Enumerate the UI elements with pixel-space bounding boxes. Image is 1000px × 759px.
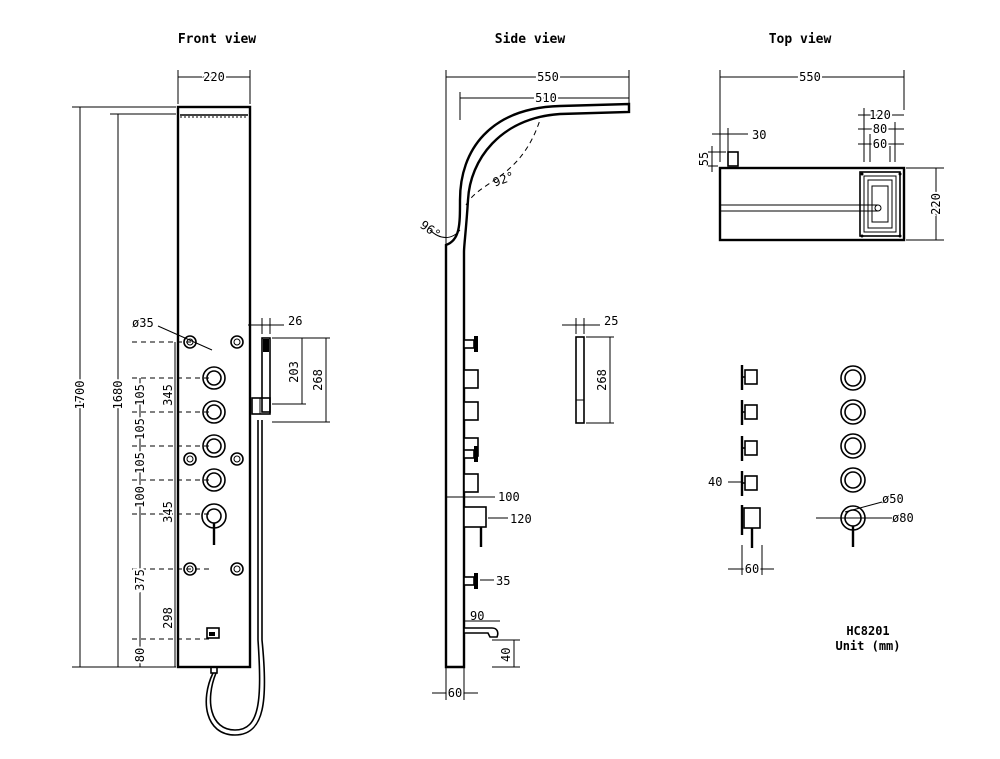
front-panel bbox=[176, 105, 252, 669]
hs-268-dim: 268 bbox=[311, 369, 325, 391]
detail-knob-front bbox=[840, 399, 866, 425]
detail-knob-front bbox=[840, 467, 866, 493]
top-handshower bbox=[727, 151, 739, 167]
top-view: 550 120 80 60 30 55 bbox=[697, 68, 945, 242]
detail-knob-side bbox=[740, 436, 758, 461]
hand-shower-holder bbox=[251, 397, 271, 415]
diverter-knob bbox=[202, 400, 226, 424]
detail-knob-side bbox=[740, 471, 758, 496]
spacing-80: 80 bbox=[133, 648, 147, 662]
side-knob bbox=[463, 473, 479, 493]
side-d35: 35 bbox=[496, 574, 510, 588]
top-view-title: Top view bbox=[769, 32, 832, 47]
spacing-105-a: 105 bbox=[133, 384, 147, 406]
detail-dia50: ø50 bbox=[882, 492, 904, 506]
side-d120: 120 bbox=[510, 512, 532, 526]
top-d220: 220 bbox=[929, 193, 943, 215]
mixer-knob bbox=[201, 503, 227, 545]
detail-mixer-front bbox=[840, 505, 866, 547]
detail-knob-side bbox=[740, 365, 758, 390]
hs-203-dim: 203 bbox=[287, 361, 301, 383]
detail-d60: 60 bbox=[745, 562, 759, 576]
spacing-100: 100 bbox=[133, 486, 147, 508]
top-width-550: 550 bbox=[799, 70, 821, 84]
top-d55: 55 bbox=[697, 152, 711, 166]
body-jet bbox=[183, 452, 197, 466]
side-view-title: Side view bbox=[495, 32, 566, 47]
detail-knob-front bbox=[840, 433, 866, 459]
front-height-1680: 1680 bbox=[111, 381, 125, 410]
side-view: 550 510 92° 96° 100 120 bbox=[417, 68, 631, 702]
jet-diameter-label: ø35 bbox=[132, 316, 154, 330]
side-hand-shower bbox=[575, 336, 585, 424]
hand-shower bbox=[261, 337, 271, 413]
side-d100: 100 bbox=[498, 490, 520, 504]
top-panel bbox=[718, 166, 906, 242]
spacing-345-a: 345 bbox=[161, 384, 175, 406]
spacing-105-c: 105 bbox=[133, 452, 147, 474]
top-d60: 60 bbox=[873, 137, 887, 151]
shower-hose bbox=[205, 420, 266, 736]
side-width-510: 510 bbox=[535, 91, 557, 105]
side-knob bbox=[463, 369, 479, 389]
top-shower-head bbox=[859, 171, 901, 237]
tub-spout bbox=[206, 627, 220, 639]
spacing-105-b: 105 bbox=[133, 418, 147, 440]
detail-dia80: ø80 bbox=[892, 511, 914, 525]
side-column bbox=[444, 102, 631, 669]
spacing-375: 375 bbox=[133, 569, 147, 591]
diverter-knob bbox=[202, 366, 226, 390]
knob-side-details: 40 60 bbox=[708, 365, 774, 578]
angle-96: 96° bbox=[417, 218, 443, 242]
front-height-1700: 1700 bbox=[73, 381, 87, 410]
detail-knob-side bbox=[740, 400, 758, 425]
angle-92: 92° bbox=[491, 169, 516, 190]
model-number: HC8201 bbox=[846, 624, 889, 638]
detail-mixer-side bbox=[740, 505, 761, 548]
knob-front-details: ø50 ø80 bbox=[816, 365, 914, 547]
side-tub-spout bbox=[463, 627, 499, 638]
side-body-jet bbox=[463, 336, 478, 352]
unit-label: Unit (mm) bbox=[835, 639, 900, 653]
side-hs-268: 268 bbox=[595, 369, 609, 391]
front-view-title: Front view bbox=[178, 32, 256, 47]
side-d60: 60 bbox=[448, 686, 462, 700]
detail-d40: 40 bbox=[708, 475, 722, 489]
side-d40: 40 bbox=[499, 648, 513, 662]
top-d120: 120 bbox=[869, 108, 891, 122]
body-jet bbox=[230, 562, 244, 576]
side-mixer bbox=[463, 506, 487, 547]
front-width-dim: 220 bbox=[203, 70, 225, 84]
side-lower-jet bbox=[463, 573, 478, 589]
spacing-298: 298 bbox=[161, 607, 175, 629]
side-d90: 90 bbox=[470, 609, 484, 623]
front-view: 220 1700 1680 105 345 105 105 100 345 37… bbox=[71, 68, 330, 736]
top-d30: 30 bbox=[752, 128, 766, 142]
hs-offset-dim: 26 bbox=[288, 314, 302, 328]
body-jet bbox=[230, 452, 244, 466]
diverter-knob bbox=[202, 468, 226, 492]
body-jet bbox=[183, 562, 197, 576]
diverter-knob bbox=[202, 434, 226, 458]
body-jet bbox=[230, 335, 244, 349]
spacing-345-b: 345 bbox=[161, 501, 175, 523]
top-d80: 80 bbox=[873, 122, 887, 136]
side-hs-25: 25 bbox=[604, 314, 618, 328]
detail-knob-front bbox=[840, 365, 866, 391]
side-width-550: 550 bbox=[537, 70, 559, 84]
side-knob bbox=[463, 401, 479, 421]
